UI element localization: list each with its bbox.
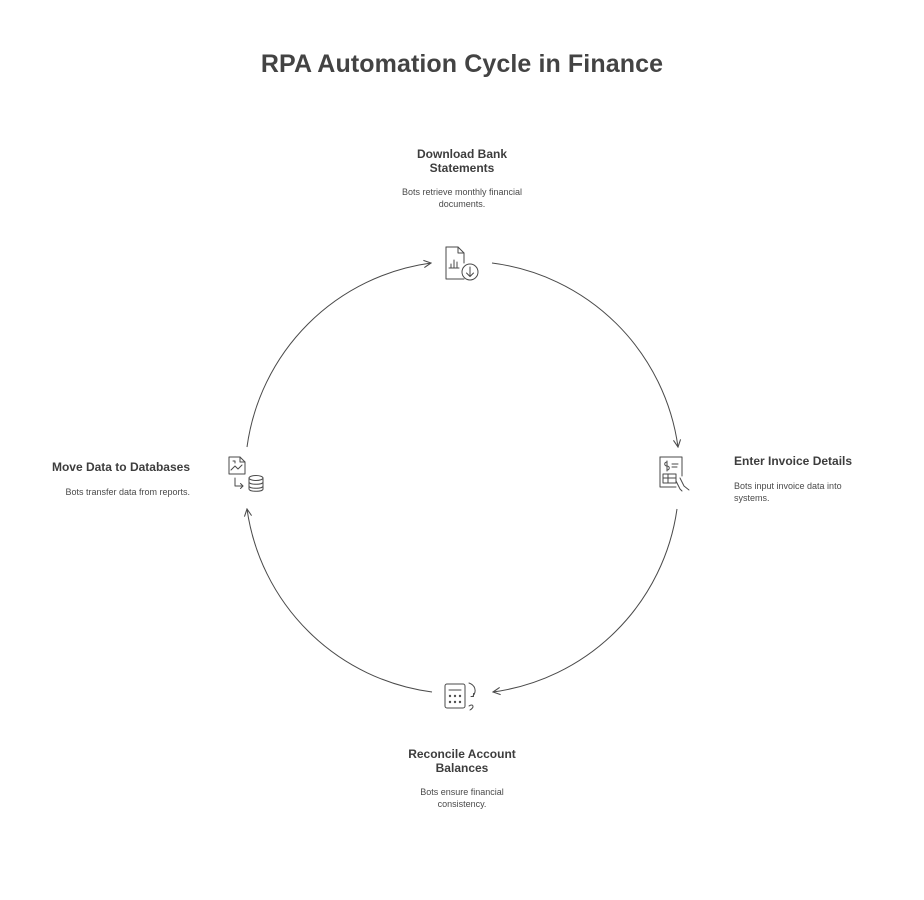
diagram-title: RPA Automation Cycle in Finance — [260, 50, 664, 78]
arrow-download-to-invoice — [491, 262, 678, 447]
step-desc-database: Bots transfer data from reports. — [20, 486, 190, 498]
step-title-line: Enter Invoice Details — [734, 454, 853, 468]
step-desc-invoice: Bots input invoice data into systems. — [734, 480, 904, 504]
step-desc-reconcile: Bots ensure financial consistency. — [370, 786, 554, 810]
step-title-line: Statements — [429, 161, 495, 175]
arrow-database-to-download — [246, 263, 431, 448]
step-desc-line: Bots transfer data from reports. — [65, 487, 190, 497]
invoice-entry-icon — [659, 456, 690, 492]
step-desc-download: Bots retrieve monthly financial document… — [370, 186, 554, 210]
step-title-line: Balances — [435, 761, 489, 775]
arrow-reconcile-to-database — [247, 509, 433, 693]
step-title-line: Move Data to Databases — [51, 460, 190, 474]
step-title-line: Reconcile Account — [408, 747, 516, 761]
arrow-invoice-to-reconcile — [493, 508, 678, 692]
step-title-invoice: Enter Invoice Details — [734, 454, 904, 468]
calculator-sync-icon — [444, 682, 476, 711]
step-title-line: Download Bank — [416, 147, 507, 161]
report-to-database-icon — [228, 456, 264, 492]
document-download-icon — [445, 246, 479, 281]
step-desc-line: Bots input invoice data into — [734, 481, 842, 491]
step-title-reconcile: Reconcile Account Balances — [370, 747, 554, 775]
step-desc-line: systems. — [734, 493, 770, 503]
step-desc-line: Bots ensure financial — [420, 787, 504, 797]
step-title-download: Download Bank Statements — [380, 147, 544, 175]
step-desc-line: documents. — [438, 199, 486, 209]
step-desc-line: consistency. — [437, 799, 487, 809]
step-desc-line: Bots retrieve monthly financial — [401, 187, 523, 197]
step-title-database: Move Data to Databases — [20, 460, 190, 474]
